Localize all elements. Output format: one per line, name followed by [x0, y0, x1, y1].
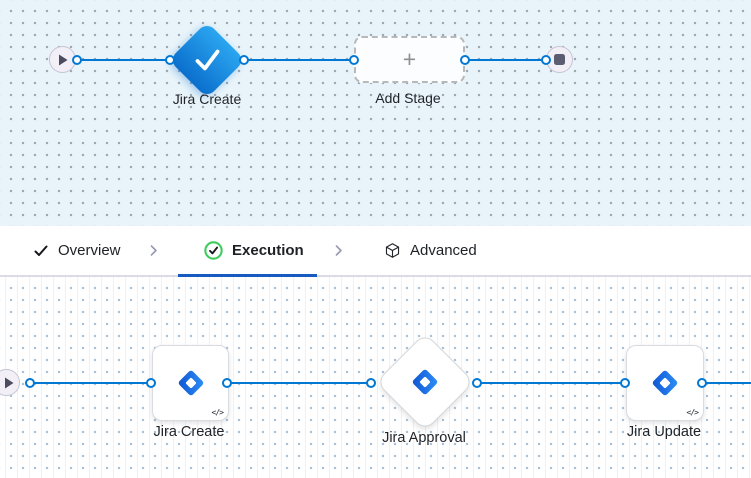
connector-line	[463, 59, 548, 61]
connector-line	[242, 59, 356, 61]
connector-point	[349, 55, 359, 65]
connector-line	[75, 59, 172, 61]
plus-icon: +	[402, 46, 417, 72]
connector-point	[165, 55, 175, 65]
connector-point	[460, 55, 470, 65]
connector-point	[146, 378, 156, 388]
tab-overview[interactable]: Overview	[33, 226, 121, 275]
stop-icon	[554, 54, 565, 65]
step-label: Jira Approval	[382, 430, 466, 446]
active-tab-underline	[178, 274, 317, 277]
step-node-jira-approval[interactable]	[375, 332, 475, 432]
connector-point	[620, 378, 630, 388]
check-circle-icon	[204, 241, 223, 260]
jira-logo-icon	[647, 365, 683, 401]
add-stage-label: Add Stage	[375, 90, 441, 106]
tab-label: Overview	[58, 242, 121, 259]
chevron-right-icon	[147, 244, 160, 262]
start-node[interactable]	[0, 369, 20, 396]
chevron-right-icon	[332, 244, 345, 262]
connector-point	[366, 378, 376, 388]
check-icon	[33, 243, 49, 259]
tab-execution[interactable]: Execution	[204, 226, 304, 275]
tab-advanced[interactable]: Advanced	[384, 226, 477, 275]
step-label: Jira Update	[626, 424, 702, 440]
start-node[interactable]	[49, 46, 76, 73]
code-badge: </>	[686, 408, 699, 417]
connector-line	[30, 382, 152, 384]
stage-node-jira-create[interactable]	[168, 21, 246, 99]
connector-point	[72, 55, 82, 65]
connector-point	[239, 55, 249, 65]
stage-config-tabbar: Overview Execution Adv	[0, 226, 751, 277]
play-icon	[58, 54, 68, 66]
connector-line	[227, 382, 372, 384]
cube-icon	[384, 242, 401, 259]
add-stage-button[interactable]: +	[354, 36, 465, 83]
connector-point	[25, 378, 35, 388]
check-icon	[188, 41, 226, 79]
jira-logo-icon	[407, 364, 443, 400]
jira-logo-icon	[173, 365, 209, 401]
tab-label: Advanced	[410, 242, 477, 259]
play-icon	[4, 377, 14, 389]
connector-point	[697, 378, 707, 388]
stage-label: Jira Create	[172, 91, 242, 107]
connector-point	[222, 378, 232, 388]
connector-line	[702, 382, 751, 384]
connector-line	[477, 382, 626, 384]
step-node-jira-create[interactable]: </>	[152, 345, 229, 421]
step-label: Jira Create	[153, 424, 225, 440]
connector-point	[472, 378, 482, 388]
code-badge: </>	[211, 408, 224, 417]
execution-canvas[interactable]: </>	[0, 277, 751, 478]
connector-point	[541, 55, 551, 65]
step-node-jira-update[interactable]: </>	[626, 345, 704, 421]
stage-canvas[interactable]: + Jira Create Add Stage	[0, 0, 751, 226]
tab-label: Execution	[232, 242, 304, 259]
